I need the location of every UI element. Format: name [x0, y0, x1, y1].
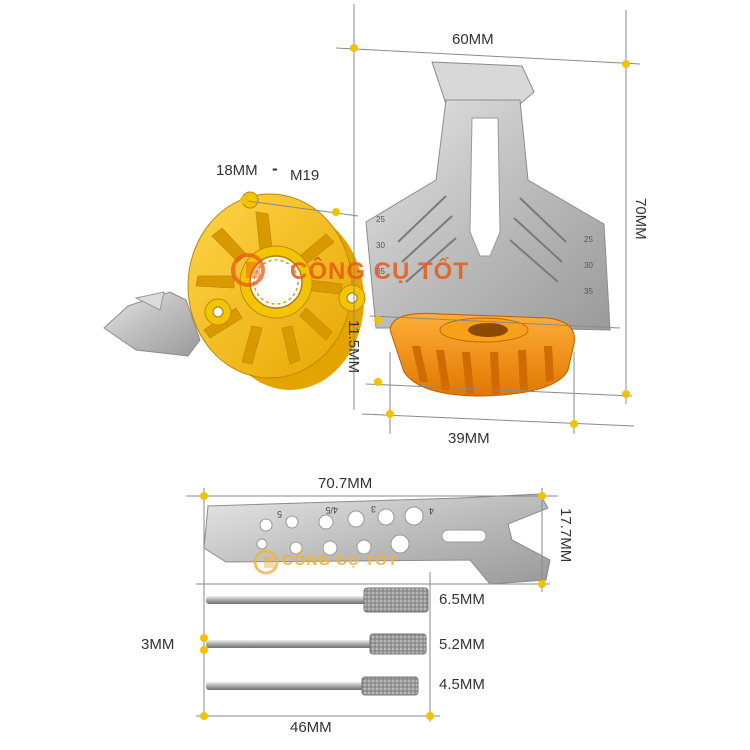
grinding-bit-large	[206, 587, 429, 613]
guide-angle-label: 35	[376, 267, 385, 276]
grinding-bit-medium	[206, 633, 427, 655]
guide-angle-label: 25	[376, 215, 385, 224]
dim-label-5-2mm: 5.2MM	[439, 636, 485, 653]
sharpener-guide-plate: 25 30 35 25 30 35	[365, 61, 611, 331]
dim-label-46mm: 46MM	[290, 719, 332, 736]
guide-angle-label: 30	[584, 261, 593, 270]
dim-label-60mm: 60MM	[452, 31, 494, 48]
dimension-dots	[200, 44, 630, 720]
guide-angle-label: 35	[584, 287, 593, 296]
watermark-text-bottom: CÔNG CỤ TỐT	[282, 552, 398, 569]
guide-angle-label: 25	[584, 235, 593, 244]
orange-base	[389, 312, 575, 397]
wrench-mark: 3	[371, 504, 376, 514]
dim-label-6-5mm: 6.5MM	[439, 591, 485, 608]
wrench-mark: 4/5	[325, 505, 338, 515]
dim-label-4-5mm: 4.5MM	[439, 676, 485, 693]
watermark-text-top: CÔNG CỤ TỐT	[290, 258, 469, 285]
dim-label-11-5mm: 11.5MM	[345, 320, 362, 374]
wrench: 5 4/5 3 4	[203, 493, 551, 585]
dim-label-70-7mm: 70.7MM	[318, 475, 373, 492]
yellow-hub	[187, 191, 366, 390]
dim-label-17-7mm: 17.7MM	[557, 508, 574, 563]
watermark-logo-bottom	[253, 549, 279, 575]
dim-label-3mm: 3MM	[141, 636, 175, 653]
watermark-logo-top	[231, 253, 265, 287]
guide-angle-label: 30	[376, 241, 385, 250]
dim-label-m19: M19	[290, 167, 320, 184]
wrench-mark: 4	[429, 506, 434, 516]
dim-label-70mm: 70MM	[632, 198, 649, 240]
dim-label-39mm: 39MM	[448, 430, 490, 447]
dim-label-dash: -	[272, 159, 278, 178]
wrench-mark: 5	[277, 509, 282, 519]
chain-blade-tab	[103, 291, 201, 357]
grinding-bit-small	[206, 676, 419, 696]
dim-label-18mm: 18MM	[216, 162, 258, 179]
